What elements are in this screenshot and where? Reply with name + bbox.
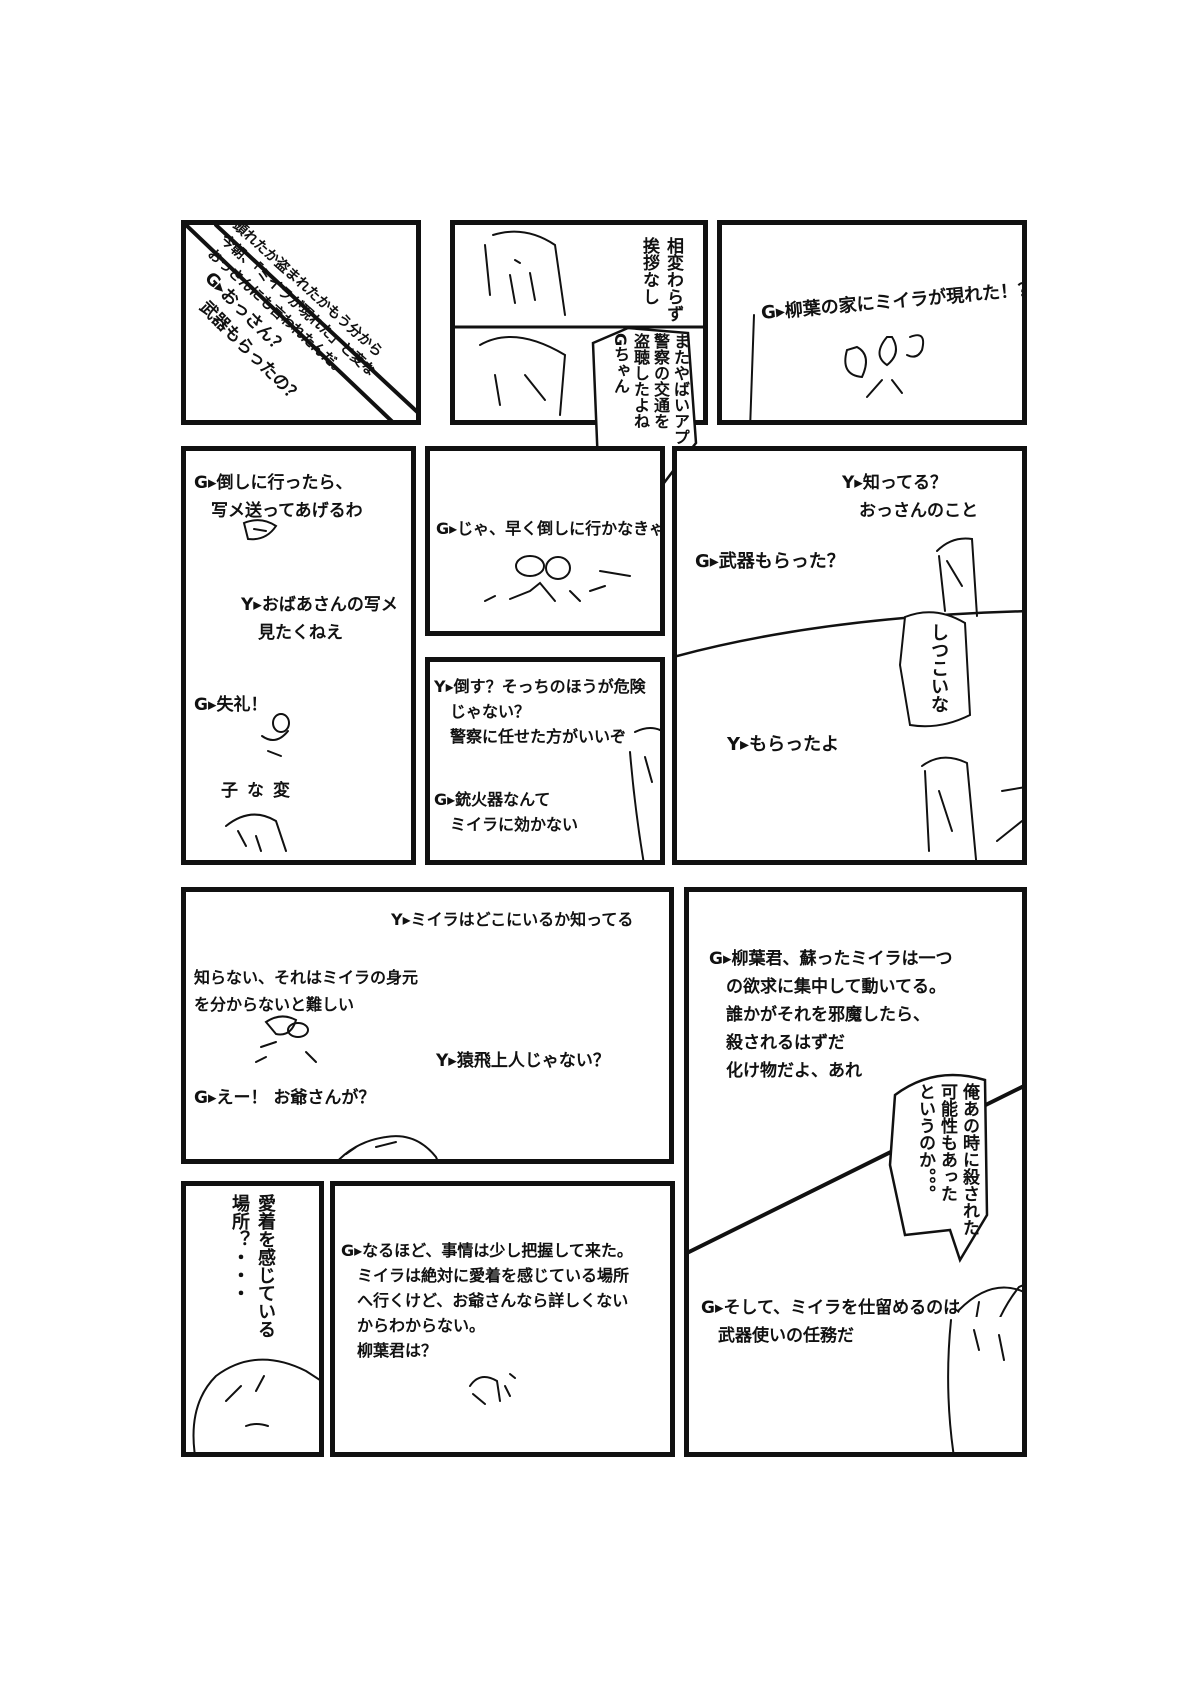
panel-7-y-line-2: Y▸もらったよ [727,734,840,755]
panel-4-g-line-1: G▸倒しに行ったら、 写メ送ってあげるわ [194,473,363,521]
panel-3: G▸柳葉の家にミイラが現れた！？ [717,220,1027,425]
panel-4-aside: 変 な 子 [217,781,289,798]
panel-4-y-line: Y▸おばあさんの写メ 見たくねえ [241,595,398,643]
panel-4: G▸倒しに行ったら、 写メ送ってあげるわ Y▸おばあさんの写メ 見たくねえ G▸… [181,446,416,865]
panel-3-sketch [749,314,925,420]
panel-6-sketch [629,727,660,860]
panel-11-sketch [469,1373,516,1405]
panel-6-y-line: Y▸倒す？そっちのほうが危険 じゃない？ 警察に任せた方がいいぞ [434,677,646,746]
panel-5: G▸じゃ、早く倒しに行かなきゃ！ [425,446,665,636]
panel-9-g-line-2: G▸そして、ミイラを仕留めるのは 武器使いの任務だ [701,1298,961,1346]
panel-7-sketch [677,537,1022,860]
panel-8-g-line-2: G▸えー！ お爺さんが？ [194,1088,376,1108]
panel-6: Y▸倒す？そっちのほうが危険 じゃない？ 警察に任せた方がいいぞ G▸銃火器なん… [425,657,665,865]
panel-2-narration: 相変わらず 挨拶なし [639,237,683,322]
panel-10: 愛着を感じている 場所？・・・ [181,1181,324,1457]
panel-8-sketch [255,1015,438,1159]
panel-2-faces [455,230,703,416]
panel-9-speech-bubble: 俺あの時に殺された 可能性もあった というのか。。。 [885,1065,990,1265]
panel-9-lower-sketch [947,1286,1022,1452]
panel-8-y-line-2: Y▸猿飛上人じゃない？ [436,1051,610,1071]
panel-11: G▸なるほど、事情は少し把握して来た。 ミイラは絶対に愛着を感じている場所 へ行… [330,1181,675,1457]
panel-11-g-line: G▸なるほど、事情は少し把握して来た。 ミイラは絶対に愛着を感じている場所 へ行… [341,1241,633,1360]
panel-5-sketch [484,555,631,602]
panel-8: Y▸ミイラはどこにいるか知ってる 知らない、それはミイラの身元 を分からないと難… [181,887,674,1164]
panel-10-narration: 愛着を感じている 場所？・・・ [229,1194,276,1338]
panel-8-y-line-1: Y▸ミイラはどこにいるか知ってる [391,910,634,929]
panel-1-diagonal [186,225,416,420]
panel-9-lower: G▸そして、ミイラを仕留めるのは 武器使いの任務だ [684,1240,1027,1457]
panel-4-g-line-2: G▸失礼！ [194,695,268,715]
panel-7-g-line: G▸武器もらった？ [695,551,845,572]
panel-9-g-line-1: G▸柳葉君、蘇ったミイラは一つ の欲求に集中して動いてる。 誰かがそれを邪魔した… [709,949,953,1081]
panel-8-g-line-1: 知らない、それはミイラの身元 を分からないと難しい [194,968,419,1014]
panel-7: Y▸知ってる？ おっさんのこと G▸武器もらった？ Y▸もらったよ [672,446,1027,865]
panel-5-g-line: G▸じゃ、早く倒しに行かなきゃ！ [436,519,665,538]
panel-10-sketch [192,1358,319,1452]
panel-7-speech-bubble: しつこいな [890,605,980,740]
panel-7-y-line-1: Y▸知ってる？ おっさんのこと [842,473,978,521]
panel-6-g-line: G▸銃火器なんて ミイラに効かない [434,790,579,834]
panel-2: 相変わらず 挨拶なし [450,220,708,425]
panel-4-sketch [225,519,290,852]
panel-1: 頭れたか盗まれたかもう分から 今朝、「ミイラが現れた」と変な おっさんにも言われ… [181,220,421,425]
